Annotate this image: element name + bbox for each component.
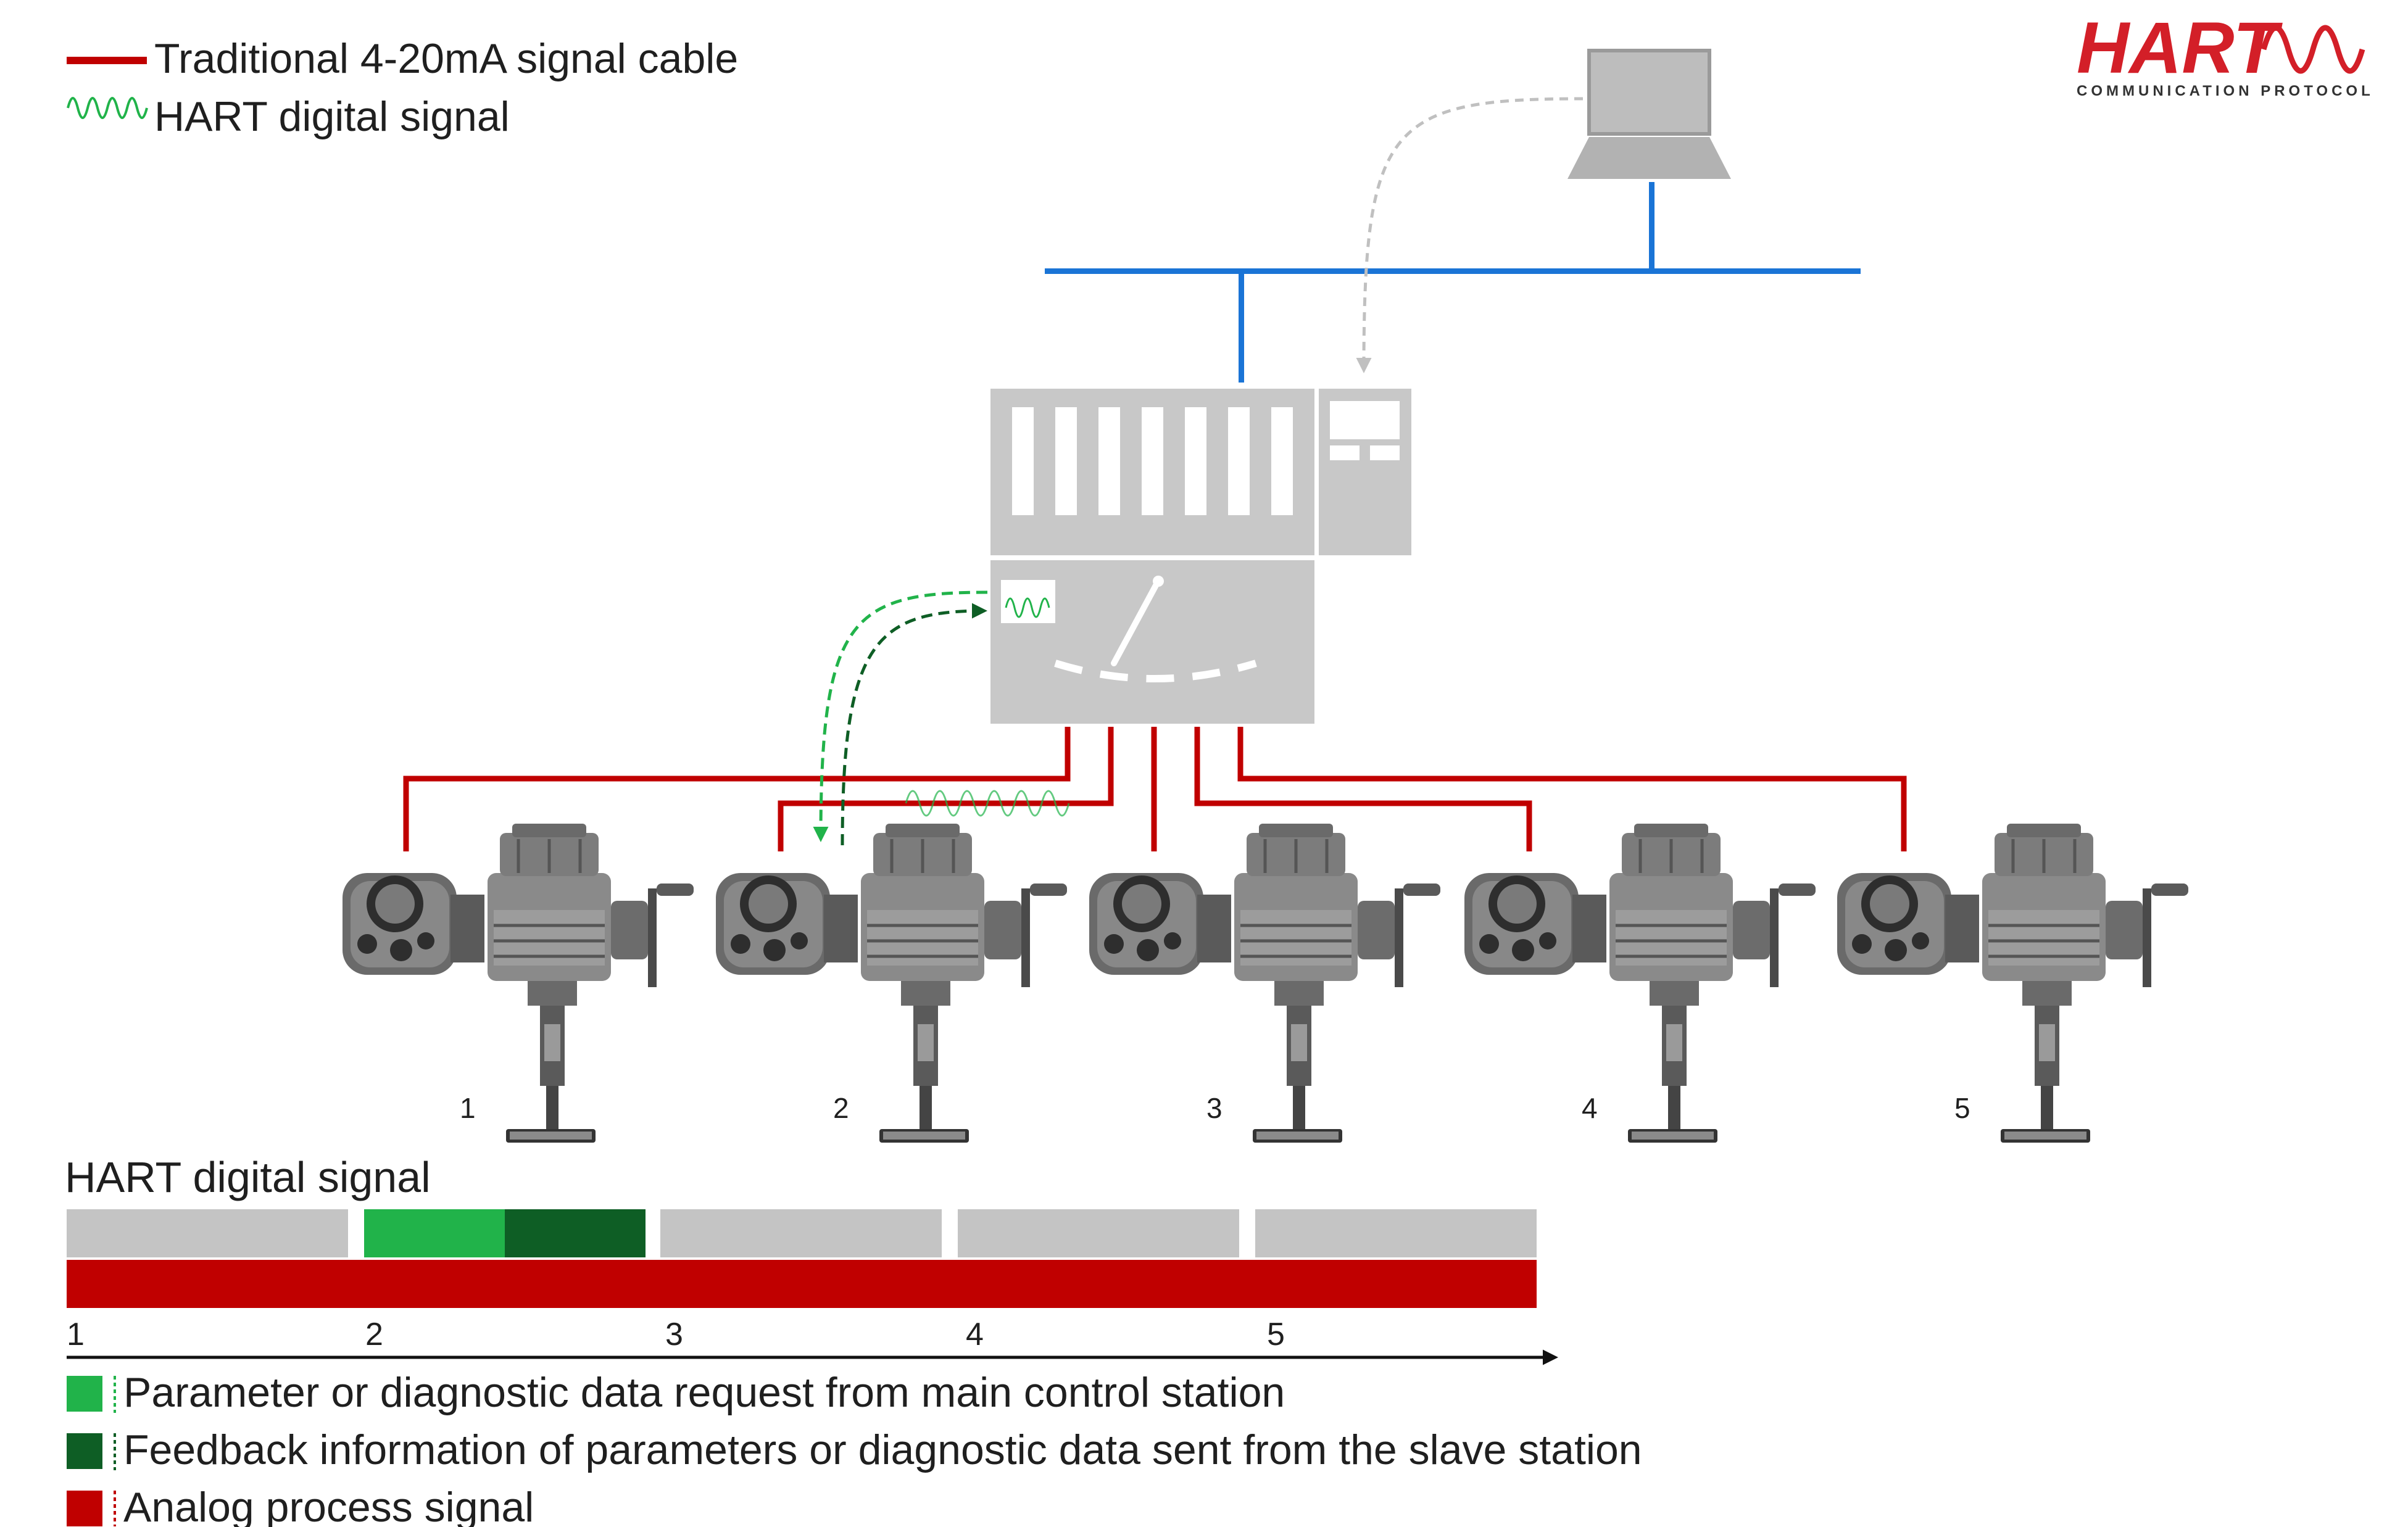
actuator-4: 4 <box>1464 824 1816 1143</box>
device-number: 4 <box>1582 1092 1598 1124</box>
feedback-arrow <box>841 603 987 846</box>
controller-rack-icon <box>990 389 1411 724</box>
actuator-3: 3 <box>1089 824 1440 1143</box>
request-arrow <box>813 590 988 842</box>
slot-4 <box>958 1209 1239 1257</box>
analog-legend-label: Analog process signal <box>123 1484 534 1527</box>
feedback-legend-label: Feedback information of parameters or di… <box>123 1426 1642 1473</box>
actuator-2: 2 <box>716 824 1067 1143</box>
hart-logo: HART COMMUNICATION PROTOCOL <box>2077 7 2374 99</box>
analog-bar <box>67 1260 1537 1308</box>
tick-label: 4 <box>966 1317 984 1352</box>
analog-swatch <box>67 1491 102 1526</box>
legend-top: Traditional 4-20mA signal cable HART dig… <box>67 35 738 140</box>
tick-label: 1 <box>67 1317 85 1352</box>
request-swatch <box>67 1376 102 1412</box>
laptop-icon <box>1567 49 1731 179</box>
cable-legend-label: Traditional 4-20mA signal cable <box>154 35 738 82</box>
timeline: HART digital signal 1 2 3 4 5 <box>65 1153 1558 1365</box>
actuator-icon <box>1089 824 1440 1143</box>
feedback-swatch <box>67 1433 102 1469</box>
hart-signal-wave-icon <box>905 790 1070 817</box>
timeline-title: HART digital signal <box>65 1153 431 1201</box>
device-number: 1 <box>460 1092 476 1124</box>
laptop-to-controller-arrow <box>1356 97 1584 373</box>
actuator-icon <box>716 824 1067 1143</box>
actuator-icon <box>1464 824 1816 1143</box>
legend-bottom: Parameter or diagnostic data request fro… <box>67 1369 1642 1527</box>
cable-legend-swatch <box>67 57 147 64</box>
tick-label: 3 <box>665 1317 683 1352</box>
slot-1 <box>67 1209 348 1257</box>
device-number: 3 <box>1206 1092 1223 1124</box>
actuator-1: 1 <box>343 824 694 1143</box>
actuator-icon <box>1837 824 2188 1143</box>
slot-3 <box>660 1209 942 1257</box>
slot-2-feedback <box>505 1209 646 1257</box>
device-number: 2 <box>833 1092 849 1124</box>
hart-logo-word: HART <box>2077 7 2283 89</box>
request-legend-label: Parameter or diagnostic data request fro… <box>123 1369 1285 1416</box>
actuator-5: 5 <box>1837 824 2188 1143</box>
slot-2-request <box>364 1209 505 1257</box>
hart-wave-icon <box>67 97 148 119</box>
tick-label: 5 <box>1267 1317 1285 1352</box>
hart-logo-subtitle: COMMUNICATION PROTOCOL <box>2077 83 2374 99</box>
actuator-icon <box>343 824 694 1143</box>
device-number: 5 <box>1954 1092 1970 1124</box>
tick-label: 2 <box>365 1317 383 1352</box>
network-bus <box>1045 182 1861 383</box>
hart-logo-wave-icon <box>2261 25 2365 74</box>
hart-legend-label: HART digital signal <box>154 93 510 140</box>
slot-5 <box>1255 1209 1537 1257</box>
